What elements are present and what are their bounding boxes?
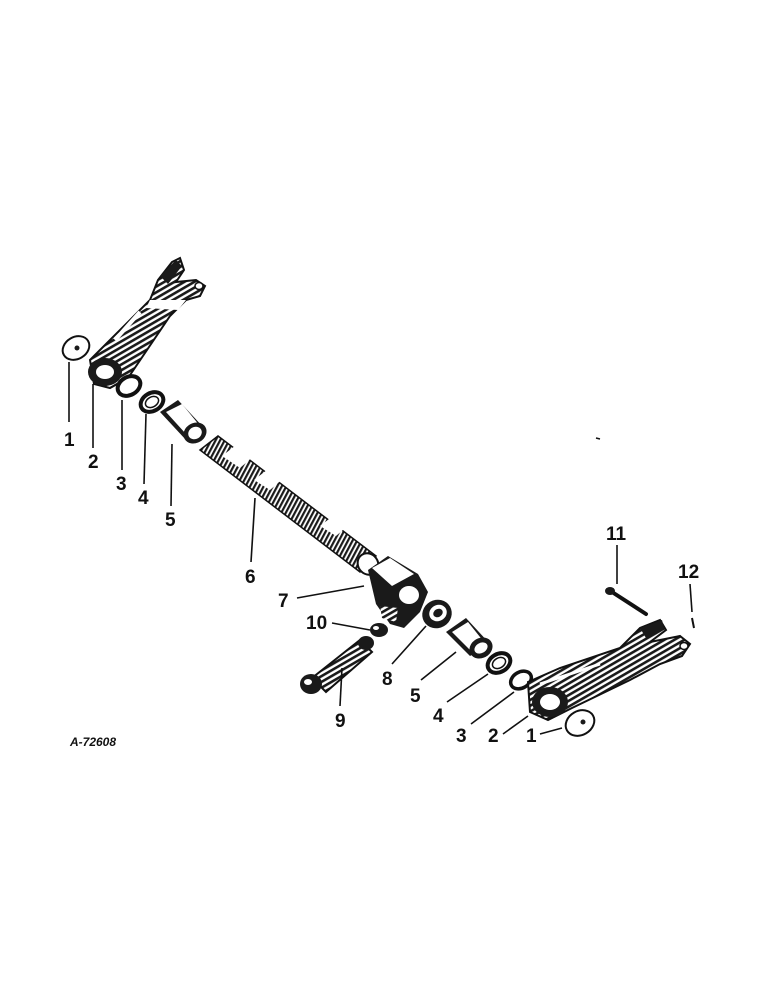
callout-4-left: 4 (138, 488, 149, 509)
callout-2-right: 2 (488, 726, 499, 747)
cotter-pin (691, 617, 695, 629)
callout-11: 11 (606, 524, 627, 545)
clevis-pin (605, 587, 648, 616)
callout-9: 9 (335, 711, 346, 732)
callout-3-left: 3 (116, 474, 127, 495)
callout-4-right: 4 (433, 706, 444, 727)
lift-link (300, 636, 374, 694)
speck (595, 437, 601, 440)
left-bushing (160, 400, 207, 444)
right-retainer-ring (485, 651, 513, 675)
callout-6: 6 (245, 567, 256, 588)
callout-5-left: 5 (165, 510, 176, 531)
leader-lines (68, 362, 693, 735)
callout-3-right: 3 (456, 726, 467, 747)
inner-bearing (422, 599, 452, 629)
left-seal-ring (115, 374, 143, 398)
right-lift-arm (526, 618, 692, 722)
callout-12: 12 (678, 562, 699, 583)
callout-7: 7 (278, 591, 289, 612)
center-rockshaft-arm (368, 556, 428, 628)
callout-1-left: 1 (64, 430, 75, 451)
callout-10: 10 (306, 613, 327, 634)
callout-1-right: 1 (526, 726, 537, 747)
right-washer-disc (564, 709, 596, 737)
left-washer-disc (61, 335, 91, 361)
ball-joint-nut (370, 623, 388, 637)
drawing-code: A-72608 (69, 735, 116, 749)
callout-8: 8 (382, 669, 393, 690)
cross-shaft (198, 435, 380, 576)
callout-2-left: 2 (88, 452, 99, 473)
left-lift-arm (88, 256, 207, 390)
callout-5-right: 5 (410, 686, 421, 707)
right-bushing (446, 618, 493, 659)
right-seal-ring (508, 669, 534, 691)
left-retainer-ring (138, 390, 166, 414)
